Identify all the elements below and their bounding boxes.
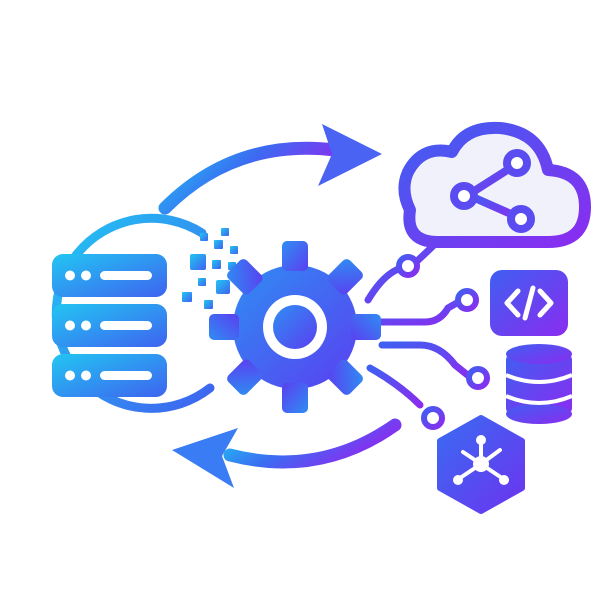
gear-icon bbox=[209, 241, 381, 413]
pixel-dots-icon bbox=[182, 228, 238, 309]
code-icon bbox=[490, 270, 568, 336]
cloud-share-icon bbox=[398, 121, 591, 248]
connector-lines bbox=[364, 224, 474, 409]
connector-nodes bbox=[396, 254, 490, 430]
cycle-arrow-bottom-icon bbox=[172, 418, 402, 488]
network-hexagon-icon bbox=[437, 415, 525, 514]
server-stack-icon bbox=[51, 213, 215, 413]
cycle-arrow-top-icon bbox=[158, 124, 382, 215]
database-icon bbox=[505, 344, 573, 424]
